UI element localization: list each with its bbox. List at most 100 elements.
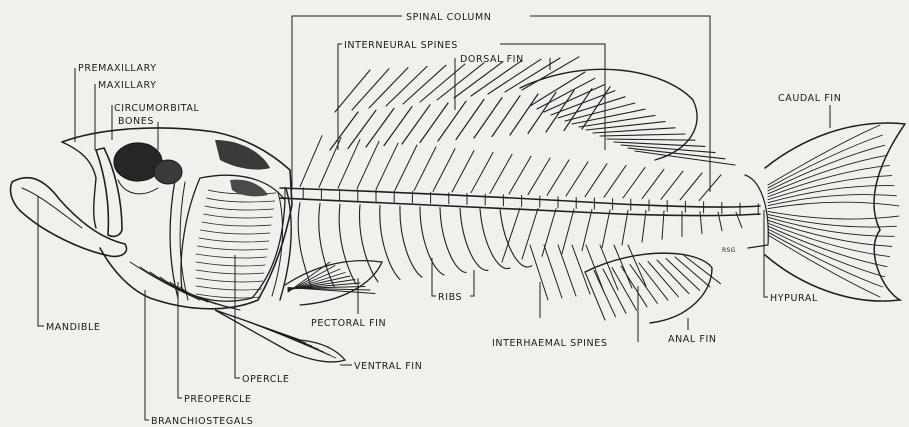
opercle-stria [202,222,271,226]
caudal-ray [768,223,889,256]
anal-fin [585,253,721,323]
opercle-stria [196,278,263,282]
caudal-ray [768,226,887,266]
interneural-spine [420,103,448,143]
neural-spine [471,152,493,192]
interhaemal-spine [572,245,590,294]
neural-spine [528,158,550,195]
pectoral-fin [285,261,382,305]
opercle-stria [201,230,271,234]
rib [380,206,400,280]
label-caudal-fin: CAUDAL FIN [778,93,841,104]
caudal-ray [768,232,882,287]
pectoral-ray [288,288,375,294]
label-ventral-fin: VENTRAL FIN [354,361,422,372]
opercle-stria [196,254,266,258]
neural-spine [433,149,455,192]
caudal-ray [768,202,899,208]
interneural-spine [348,110,376,148]
label-opercle: OPERCLE [242,374,289,385]
label-pectoral-fin: PECTORAL FIN [311,318,386,329]
neural-spine [566,162,588,196]
anal-ray [612,268,637,311]
caudal-ray [768,235,880,297]
dorsal-spine [369,68,408,108]
neural-spine [661,171,683,199]
opercle-stria [204,214,273,218]
opercle-stria [198,246,268,250]
interneural-spine [384,107,412,146]
haemal-spine [542,209,556,257]
anal-ray [585,272,605,320]
neural-spine [642,169,664,198]
rib [480,209,510,269]
label-interhaemal-spines: INTERHAEMAL SPINES [492,338,607,349]
interneural-spines [330,87,610,150]
rib [500,210,532,267]
interneural-spine [456,99,484,139]
skull [11,128,292,310]
interneural-spine [510,94,538,135]
neural-spine [547,160,569,195]
interneural-spine [438,101,466,141]
interneural-spine [366,108,394,147]
artist-signature: RSG [722,247,736,254]
label-branchiostegals: BRANCHIOSTEGALS [151,416,253,427]
dorsal-spine [471,60,522,96]
label-maxillary: MAXILLARY [98,80,157,91]
neural-spine [357,141,379,188]
dorsal-spine [352,69,389,110]
dorsal-soft-ray [607,139,695,140]
interhaemal-spine [558,245,576,296]
label-interneural-spines: INTERNEURAL SPINES [344,40,458,51]
opercle-stria [199,238,269,242]
spinal-column [280,187,760,215]
neural-spine [414,147,436,191]
neural-spine [680,173,702,200]
caudal-ray [768,135,882,188]
rib [360,205,378,282]
neural-spine [585,164,607,197]
neural-spine [395,145,417,190]
opercle-stria [196,294,260,298]
opercle-stria [196,262,265,266]
caudal-fin [745,123,905,301]
dorsal-soft-ray [537,78,595,109]
rib [319,203,334,286]
interhaemal-spine [586,245,604,292]
haemal-spine [522,208,538,259]
interneural-spine [492,96,520,137]
interneural-spine [474,98,502,138]
haemal-spine [602,210,610,248]
interhaemal-spine [614,245,632,288]
label-circumorbital: CIRCUMORBITAL [114,103,200,114]
labels: SPINAL COLUMN INTERNEURAL SPINES DORSAL … [46,12,841,427]
anal-ray [603,269,626,313]
neural-spine [623,167,645,198]
label-spinal-column: SPINAL COLUMN [406,12,491,23]
neural-spine [509,156,531,194]
anal-ray [594,271,616,317]
neural-spine [300,136,322,187]
ventral-ray [278,333,336,358]
interhaemal-spine [600,245,618,290]
dorsal-spine [335,70,370,112]
interhaemal-spine [530,245,548,300]
interneural-spine [330,112,358,150]
haemal-spine [582,209,592,250]
label-mandible: MANDIBLE [46,322,101,333]
label-preopercle: PREOPERCLE [184,394,252,405]
rib [460,208,488,270]
interhaemal-spine [544,245,562,298]
rib [400,206,422,277]
dorsal-soft-ray [530,72,585,106]
opercle-stria [207,198,275,202]
rib [339,204,356,284]
neural-spine [376,143,398,189]
label-anal-fin: ANAL FIN [668,334,717,345]
neural-spine [490,154,512,193]
dorsal-spine [386,66,427,106]
anal-ray [630,265,658,304]
label-premaxillary: PREMAXILLARY [78,63,157,74]
